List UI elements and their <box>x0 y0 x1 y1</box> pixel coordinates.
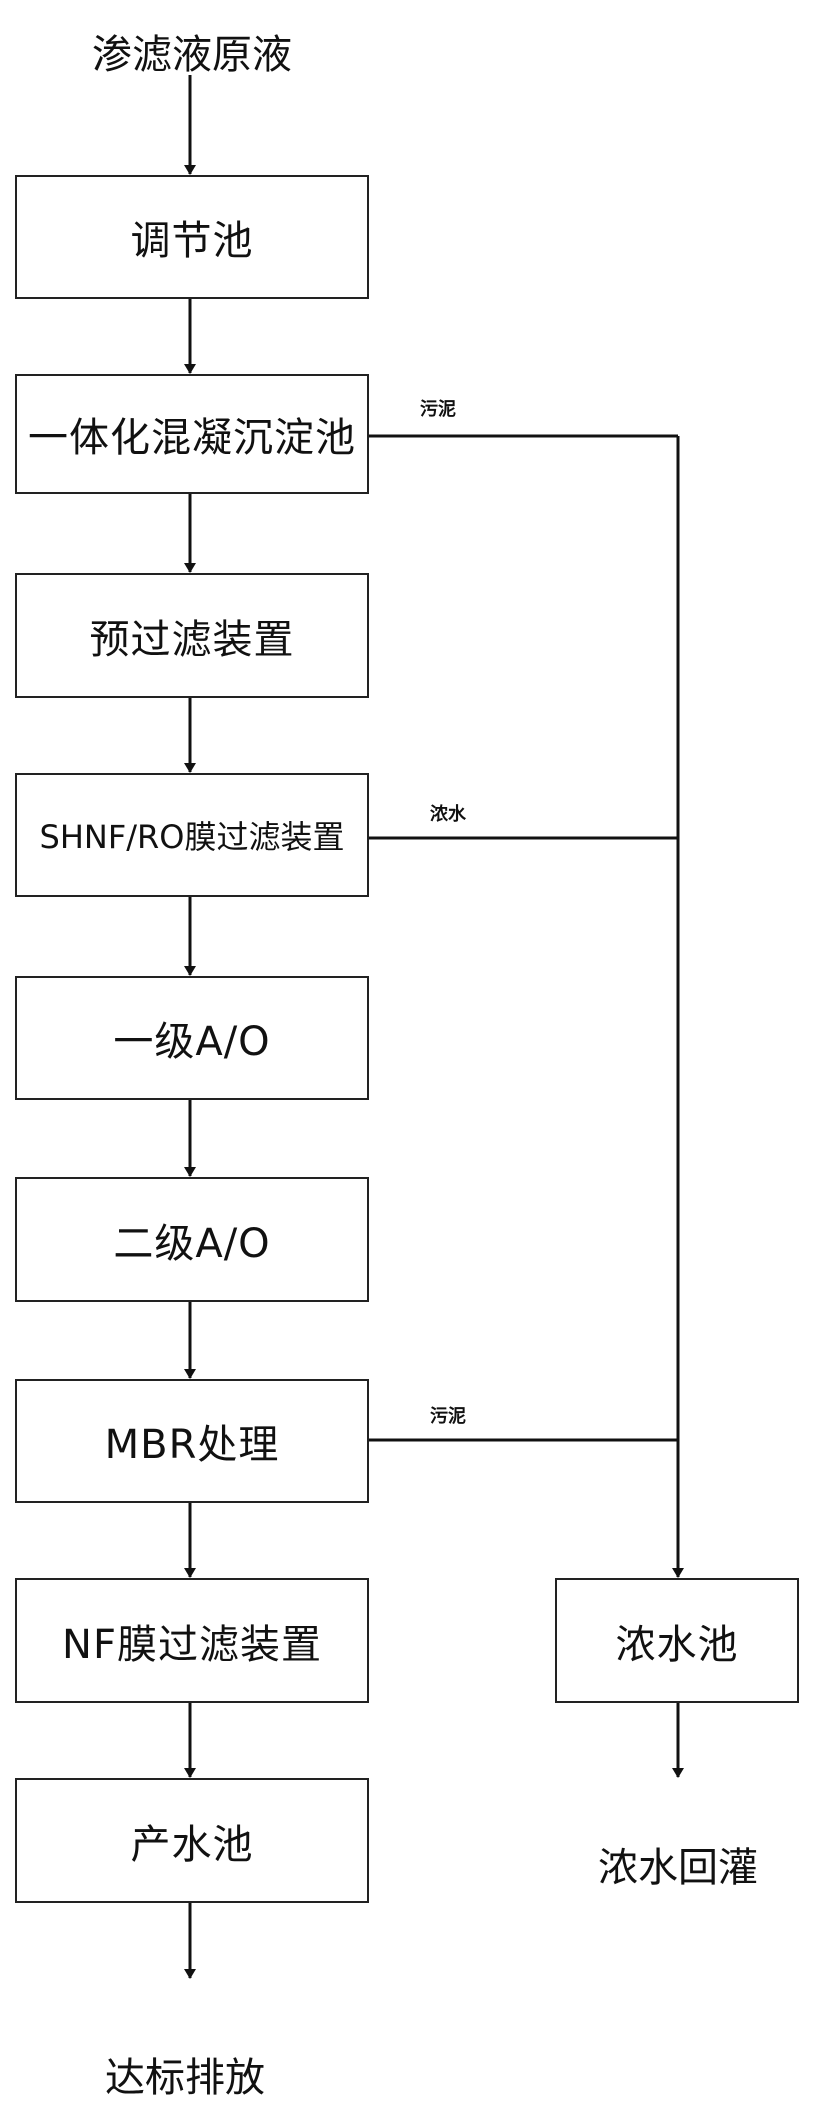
step-label: NF膜过滤装置 <box>62 1621 322 1668</box>
step-box-ao-stage2: 二级A/O <box>15 1177 369 1302</box>
step-box-ao-stage1: 一级A/O <box>15 976 369 1100</box>
branch-label-concentrate: 浓水 <box>430 804 466 825</box>
step-label: 产水池 <box>130 1821 254 1868</box>
step-label: 一体化混凝沉淀池 <box>28 415 356 461</box>
source-label: 渗滤液原液 <box>92 32 292 78</box>
step-box-mbr: MBR处理 <box>15 1379 369 1503</box>
step-label: 一级A/O <box>113 1019 271 1065</box>
step-box-nf-filter: NF膜过滤装置 <box>15 1578 369 1703</box>
step-label: SHNF/RO膜过滤装置 <box>39 818 345 856</box>
step-label: 二级A/O <box>113 1220 271 1267</box>
concentrate-pool-label: 浓水池 <box>615 1621 739 1668</box>
step-box-shnf-ro: SHNF/RO膜过滤装置 <box>15 773 369 897</box>
branch-label-sludge-2: 污泥 <box>430 1406 466 1427</box>
concentrate-outlet-label: 浓水回灌 <box>598 1845 758 1891</box>
step-label: 预过滤装置 <box>89 616 295 663</box>
step-label: 调节池 <box>130 218 254 264</box>
outlet-label: 达标排放 <box>105 2055 265 2101</box>
branch-label-sludge-1: 污泥 <box>420 399 456 420</box>
step-box-coagulation-sedimentation: 一体化混凝沉淀池 <box>15 374 369 494</box>
step-label: MBR处理 <box>104 1422 280 1468</box>
step-box-product-tank: 产水池 <box>15 1778 369 1903</box>
concentrate-pool-box: 浓水池 <box>555 1578 799 1703</box>
step-box-prefilter: 预过滤装置 <box>15 573 369 698</box>
step-box-regulating-tank: 调节池 <box>15 175 369 299</box>
